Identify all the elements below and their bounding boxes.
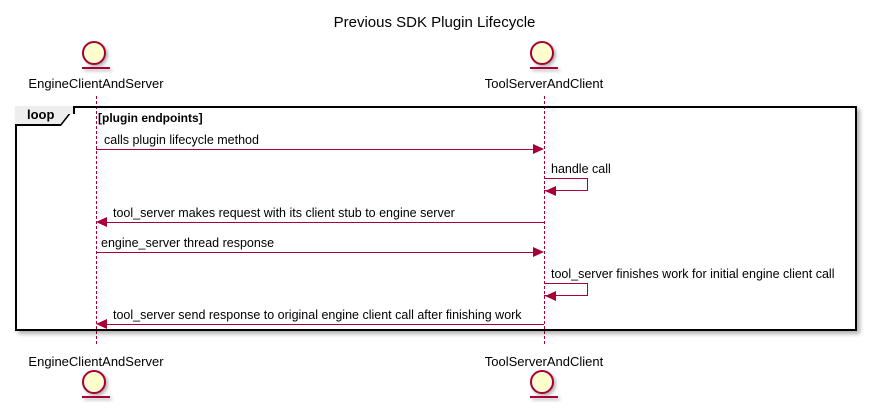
loop-fragment-tab: loop (15, 106, 85, 126)
entity-base-line (530, 67, 558, 69)
entity-circle (82, 370, 106, 394)
message-label-4: engine_server thread response (101, 236, 275, 250)
loop-fragment-label: loop (27, 107, 55, 122)
message-line-6 (107, 324, 544, 325)
arrow-head-left-5 (545, 291, 556, 301)
message-label-5: tool_server finishes work for initial en… (551, 267, 835, 281)
self-message-box-2 (544, 178, 588, 191)
entity-icon (530, 370, 558, 404)
arrow-head-left-6 (96, 319, 107, 329)
message-label-3: tool_server makes request with its clien… (113, 206, 455, 220)
message-label-2: handle call (551, 162, 611, 176)
loop-fragment-frame (15, 106, 857, 331)
entity-icon (82, 370, 110, 404)
arrow-head-left-2 (545, 186, 556, 196)
entity-circle (82, 41, 106, 65)
entity-base-line (530, 396, 558, 398)
participant-label-tool: ToolServerAndClient (484, 76, 604, 91)
entity-icon (530, 41, 558, 75)
message-line-3 (107, 222, 544, 223)
arrow-head-left-3 (96, 217, 107, 227)
entity-circle (530, 41, 554, 65)
loop-fragment-guard: [plugin endpoints] (98, 111, 203, 125)
entity-base-line (82, 396, 110, 398)
entity-circle (530, 370, 554, 394)
arrow-head-right-4 (533, 247, 544, 257)
message-label-6: tool_server send response to original en… (113, 308, 522, 322)
participant-label-engine: EngineClientAndServer (28, 76, 164, 91)
lifeline-tool (544, 96, 545, 344)
participant-footer-label-tool: ToolServerAndClient (484, 354, 604, 369)
self-message-box-5 (544, 283, 588, 296)
message-line-1 (96, 149, 534, 150)
entity-base-line (82, 67, 110, 69)
diagram-title: Previous SDK Plugin Lifecycle (333, 14, 536, 31)
message-label-1: calls plugin lifecycle method (104, 133, 259, 147)
participant-footer-label-engine: EngineClientAndServer (28, 354, 164, 369)
message-line-4 (96, 252, 534, 253)
arrow-head-right-1 (533, 144, 544, 154)
entity-icon (82, 41, 110, 75)
